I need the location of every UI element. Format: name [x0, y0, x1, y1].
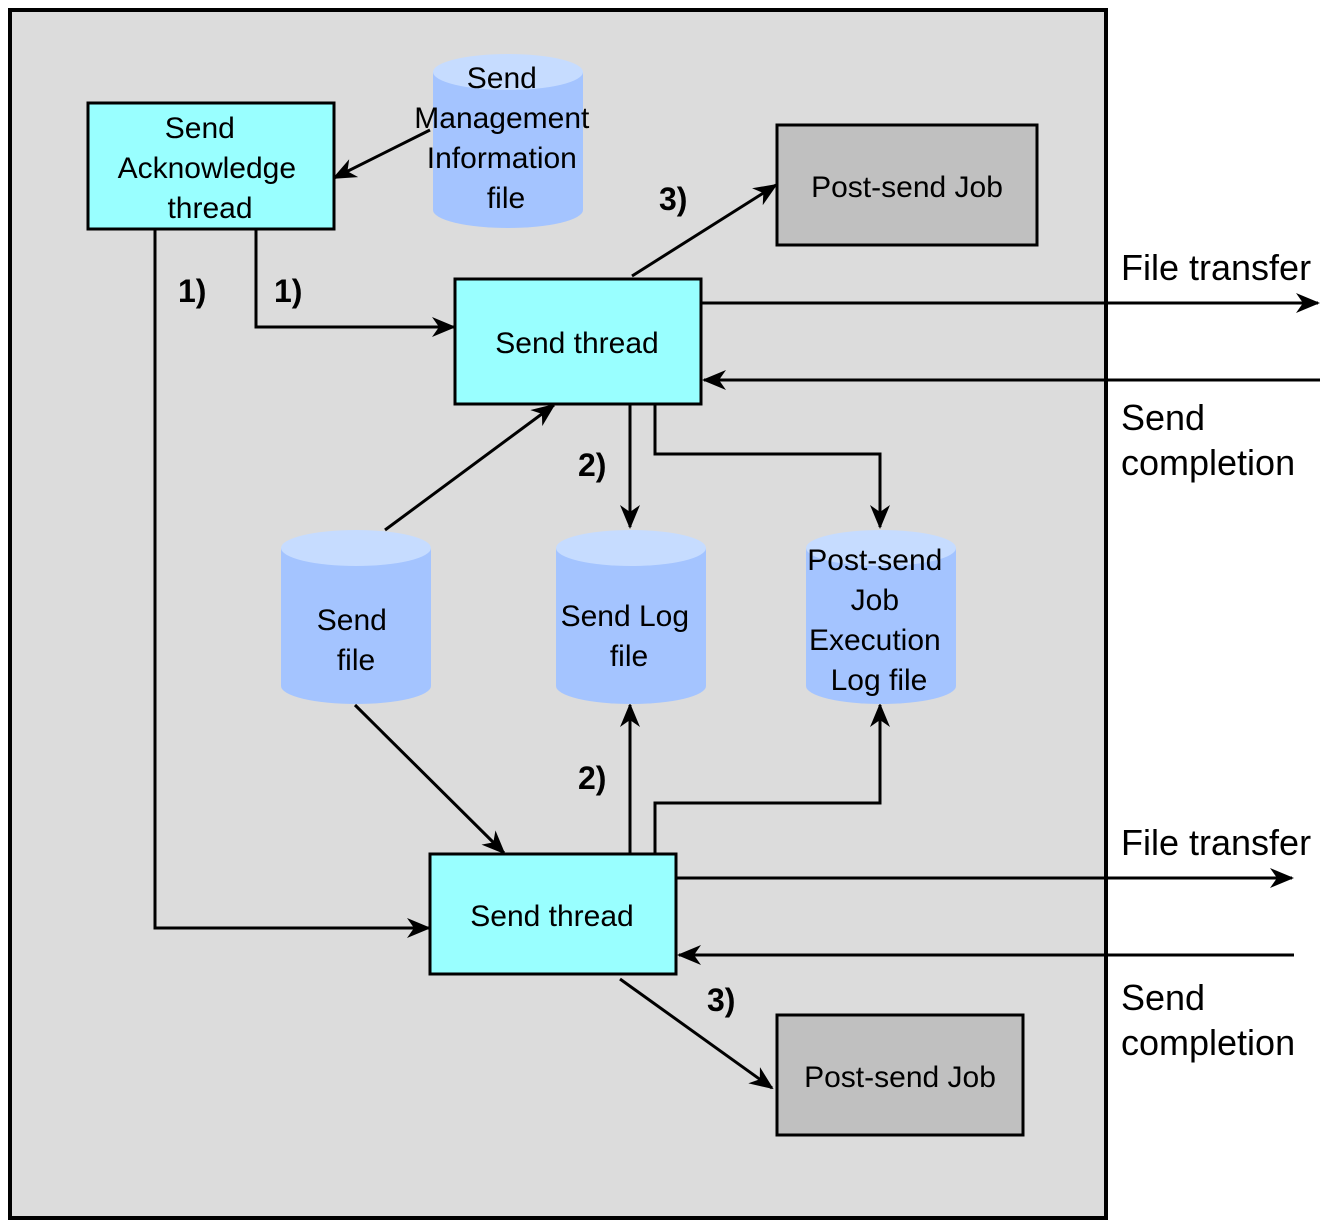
svg-text:Send completion: Send completion	[1121, 397, 1295, 483]
send-log-file-line-1: Send Log	[561, 600, 689, 633]
mgmt-file-line-4: file	[487, 182, 525, 215]
ack-thread-line-1: Send	[165, 112, 235, 145]
send-thread-top-label: Send thread	[495, 327, 658, 360]
exec-log-line-3: Execution	[809, 624, 941, 657]
arrow-send-file-to-send-thread-top	[384, 403, 556, 532]
step-label-3-top: 3)	[659, 181, 687, 217]
send-file: Send file	[281, 530, 431, 704]
post-send-job-bottom-label: Post-send Job	[804, 1061, 996, 1094]
send-file-line-2: file	[337, 644, 375, 677]
arrow-send-thread-top-to-exec-log	[653, 405, 890, 529]
svg-text:Send Acknowledge t: Send Acknowledge thread	[118, 112, 305, 225]
send-log-file: Send Log file	[556, 530, 706, 704]
step-label-3-bottom: 3)	[707, 982, 735, 1018]
step-label-1-left: 1)	[178, 273, 206, 309]
svg-text:Send Management In: Send Management Information file	[414, 62, 597, 215]
post-send-job-top-label: Post-send Job	[811, 171, 1003, 204]
svg-text:Send completion: Send completion	[1121, 977, 1295, 1063]
send-completion-bottom-line-1: Send	[1121, 977, 1205, 1018]
send-file-line-1: Send	[317, 604, 387, 637]
send-acknowledge-thread: Send Acknowledge thread	[86, 101, 336, 231]
step-label-1-right: 1)	[274, 273, 302, 309]
step-label-2-bottom: 2)	[578, 760, 606, 796]
mgmt-file-line-2: Management	[414, 102, 590, 135]
file-transfer-bottom-label: File transfer	[1121, 822, 1311, 863]
exec-log-line-1: Post-send	[807, 544, 942, 577]
arrow-send-thread-top-to-job-top	[631, 183, 778, 278]
svg-text:Send Log file: Send Log file	[561, 600, 698, 673]
ack-thread-line-2: Acknowledge	[118, 152, 296, 185]
post-send-job-execution-log-file: Post-send Job Execution Log file	[806, 530, 956, 704]
svg-text:Send file: Send file	[317, 604, 395, 677]
step-labels: 1) 1) 3) 2) 2) 3)	[178, 181, 735, 1018]
arrow-mgmt-to-ack	[332, 128, 431, 180]
send-completion-top-line-1: Send	[1121, 397, 1205, 438]
send-thread-bottom-label: Send thread	[470, 900, 633, 933]
file-transfer-top-label: File transfer	[1121, 247, 1311, 288]
arrow-send-thread-bottom-to-job-bottom	[619, 977, 774, 1090]
exec-log-line-4: Log file	[831, 664, 928, 697]
external-labels: File transfer Send completion File trans…	[1121, 247, 1311, 1063]
mgmt-file-line-3: Information	[427, 142, 577, 175]
send-completion-bottom-line-2: completion	[1121, 1022, 1295, 1063]
send-management-information-file: Send Management Information file	[414, 54, 597, 228]
send-completion-top-line-2: completion	[1121, 442, 1295, 483]
step-label-2-top: 2)	[578, 447, 606, 483]
exec-log-line-2: Job	[851, 584, 899, 617]
post-send-job-top: Post-send Job	[775, 123, 1039, 247]
ack-thread-line-3: thread	[167, 192, 252, 225]
connectors	[153, 128, 1320, 1090]
send-thread-top: Send thread	[453, 277, 703, 406]
send-log-file-line-2: file	[610, 640, 648, 673]
arrow-send-file-to-send-thread-bottom	[353, 703, 506, 855]
arrow-ack-to-send-thread-bottom	[153, 230, 431, 938]
post-send-job-bottom: Post-send Job	[775, 1013, 1025, 1137]
svg-text:Post-send Job Exec: Post-send Job Execution Log file	[807, 544, 950, 697]
send-thread-bottom: Send thread	[428, 852, 678, 976]
mgmt-file-line-1: Send	[467, 62, 537, 95]
arrow-ack-to-send-thread-top	[254, 230, 456, 337]
arrow-send-thread-bottom-to-exec-log	[653, 703, 890, 853]
